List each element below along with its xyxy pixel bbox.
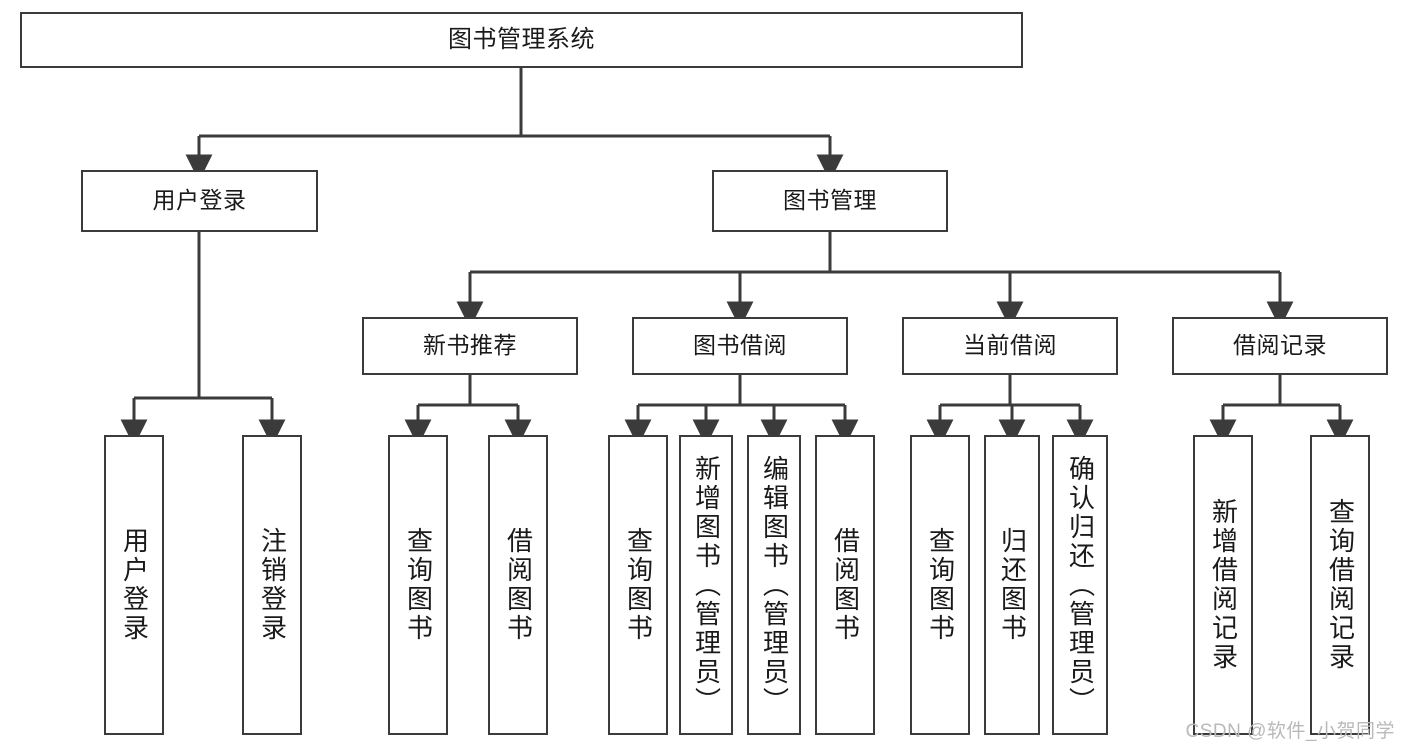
node-label: 查询借阅记录 [1325,498,1356,672]
watermark-text: CSDN @软件_小贺同学 [1185,721,1395,742]
leaf-user-logout[interactable]: 注销登录 [242,435,302,735]
leaf-recommend-query-book[interactable]: 查询图书 [388,435,448,735]
node-label: 新增图书（管理员） [691,454,722,716]
node-user-login[interactable]: 用户登录 [81,170,318,232]
node-label: 借阅图书 [830,527,861,643]
node-label: 图书管理 [783,187,877,214]
node-label: 编辑图书（管理员） [759,454,790,716]
node-label: 用户登录 [152,187,247,214]
node-label: 查询图书 [623,527,654,643]
node-label: 新书推荐 [423,332,517,359]
node-label: 归还图书 [997,527,1028,643]
node-label: 新增借阅记录 [1208,498,1239,672]
leaf-borrow-borrow-book[interactable]: 借阅图书 [815,435,875,735]
leaf-borrow-query-book[interactable]: 查询图书 [608,435,668,735]
node-label: 查询图书 [925,527,956,643]
node-book-borrow[interactable]: 图书借阅 [632,317,848,375]
leaf-current-confirm-return-admin[interactable]: 确认归还（管理员） [1052,435,1108,735]
leaf-user-login[interactable]: 用户登录 [104,435,164,735]
leaf-record-query-borrow-record[interactable]: 查询借阅记录 [1310,435,1370,735]
leaf-current-return-book[interactable]: 归还图书 [984,435,1040,735]
node-label: 查询图书 [403,527,434,643]
node-label: 用户登录 [119,527,150,643]
node-label: 注销登录 [257,527,288,643]
node-label: 图书管理系统 [448,25,595,53]
node-book-management[interactable]: 图书管理 [712,170,948,232]
node-root-book-management-system[interactable]: 图书管理系统 [20,12,1023,68]
node-label: 图书借阅 [693,332,787,359]
node-label: 借阅记录 [1233,332,1327,359]
node-borrow-record[interactable]: 借阅记录 [1172,317,1388,375]
node-label: 借阅图书 [503,527,534,643]
leaf-current-query-book[interactable]: 查询图书 [910,435,970,735]
leaf-borrow-add-book-admin[interactable]: 新增图书（管理员） [679,435,733,735]
node-label: 确认归还（管理员） [1065,454,1096,716]
leaf-recommend-borrow-book[interactable]: 借阅图书 [488,435,548,735]
node-current-borrow[interactable]: 当前借阅 [902,317,1118,375]
leaf-borrow-edit-book-admin[interactable]: 编辑图书（管理员） [747,435,801,735]
leaf-record-add-borrow-record[interactable]: 新增借阅记录 [1193,435,1253,735]
node-label: 当前借阅 [963,332,1057,359]
node-new-book-recommend[interactable]: 新书推荐 [362,317,578,375]
